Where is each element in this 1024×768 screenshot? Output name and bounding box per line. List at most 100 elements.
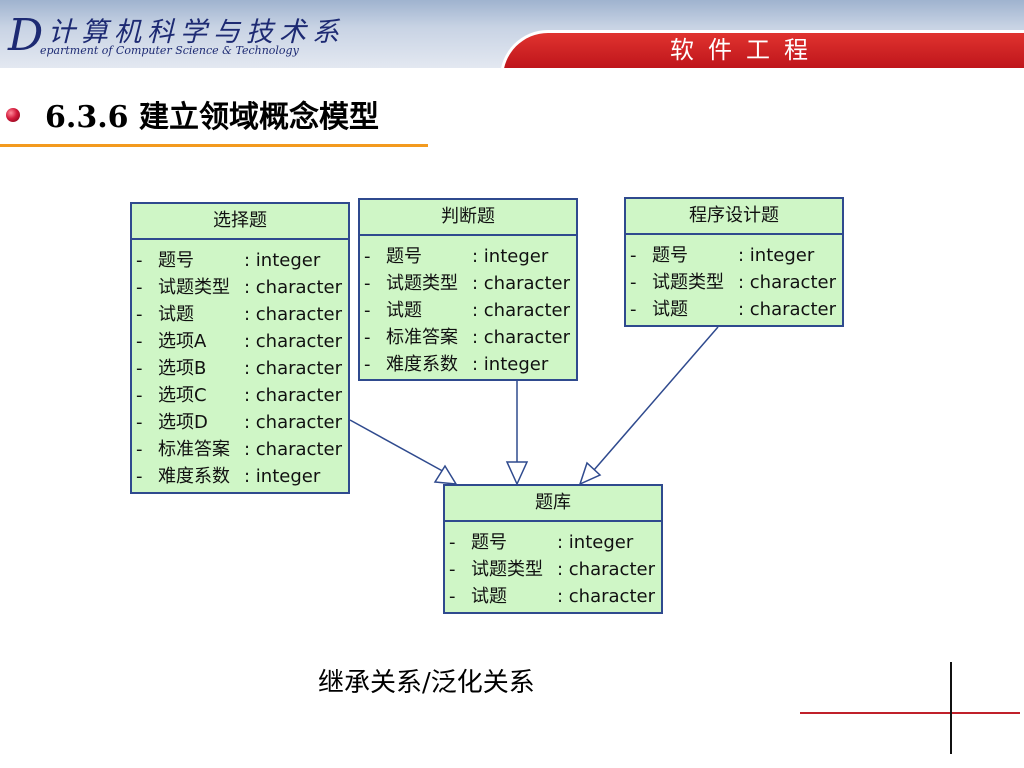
attribute-row: -难度系数: integer <box>360 351 576 378</box>
title-underline <box>0 144 428 147</box>
attribute-row: -难度系数 : integer <box>132 463 348 490</box>
visibility-marker: - <box>364 327 371 348</box>
attribute-type: : integer <box>472 354 549 375</box>
class-question-bank: 题库 -题号: integer -试题类型: character -试题: ch… <box>443 484 663 614</box>
attribute-type: : character <box>244 304 342 325</box>
course-tab <box>500 30 1024 68</box>
visibility-marker: - <box>136 466 143 487</box>
department-logo: D <box>8 10 44 61</box>
attribute-type: : character <box>244 385 342 406</box>
attribute-row: -题号 : integer <box>626 242 842 269</box>
attribute-type: : character <box>244 358 342 379</box>
attribute-type: : character <box>557 559 655 580</box>
visibility-marker: - <box>136 358 143 379</box>
attribute-type: : integer <box>738 245 815 266</box>
attribute-type: : character <box>472 273 570 294</box>
attribute-type: : character <box>244 439 342 460</box>
attribute-name: 选项C <box>158 385 207 406</box>
class-programming-question: 程序设计题 -题号: integer -试题类型: character -试题:… <box>624 197 844 327</box>
attribute-type: : character <box>557 586 655 607</box>
attribute-name: 难度系数 <box>158 466 230 487</box>
class-choice-question: 选择题 -题号: integer -试题类型: character -试题: c… <box>130 202 350 494</box>
attribute-name: 试题 <box>652 299 688 320</box>
attribute-name: 试题 <box>471 586 507 607</box>
attribute-type: : character <box>472 327 570 348</box>
visibility-marker: - <box>136 439 143 460</box>
course-title: 软件工程 <box>670 36 822 64</box>
attribute-type: : character <box>244 331 342 352</box>
visibility-marker: - <box>136 277 143 298</box>
visibility-marker: - <box>136 385 143 406</box>
attribute-row: -标准答案 : character <box>132 436 348 463</box>
visibility-marker: - <box>136 331 143 352</box>
attribute-row: -试题 : character <box>626 296 842 323</box>
attribute-name: 试题 <box>158 304 194 325</box>
visibility-marker: - <box>136 250 143 271</box>
attribute-row: -选项A : character <box>132 328 348 355</box>
attribute-name: 选项B <box>158 358 207 379</box>
attribute-type: : integer <box>472 246 549 267</box>
attribute-type: : character <box>244 277 342 298</box>
attribute-name: 标准答案 <box>158 439 230 460</box>
department-name-en: epartment of Computer Science & Technolo… <box>40 44 299 57</box>
visibility-marker: - <box>449 586 456 607</box>
attribute-row: -试题 : character <box>132 301 348 328</box>
diagram-caption: 继承关系/泛化关系 <box>318 668 535 698</box>
generalization-arrowhead-truefalse <box>505 461 529 486</box>
attribute-row: -试题类型 : character <box>445 556 661 583</box>
bullet-icon <box>6 108 20 122</box>
generalization-arrowhead-choice <box>433 464 458 485</box>
visibility-marker: - <box>449 532 456 553</box>
attribute-name: 试题 <box>386 300 422 321</box>
attribute-row: -试题类型: character <box>360 270 576 297</box>
attribute-row: -题号 : integer <box>360 243 576 270</box>
class-name: 题库 <box>445 486 661 522</box>
department-name: 计算机科学与技术系 <box>48 17 345 48</box>
attribute-name: 试题类型 <box>471 559 543 580</box>
attribute-type: : character <box>738 299 836 320</box>
decorative-panel <box>790 572 1024 768</box>
generalization-arrowhead-programming <box>578 461 602 486</box>
visibility-marker: - <box>364 246 371 267</box>
attribute-row: -试题类型: character <box>132 274 348 301</box>
attribute-row: -试题 : character <box>445 583 661 610</box>
attribute-type: : character <box>472 300 570 321</box>
attribute-name: 试题类型 <box>652 272 724 293</box>
attribute-row: -选项B : character <box>132 355 348 382</box>
visibility-marker: - <box>630 245 637 266</box>
generalization-line-programming <box>593 326 719 471</box>
attribute-row: -试题 : character <box>360 297 576 324</box>
attribute-row: -标准答案 : character <box>360 324 576 351</box>
visibility-marker: - <box>449 559 456 580</box>
attribute-name: 题号 <box>471 532 507 553</box>
attribute-name: 选项D <box>158 412 208 433</box>
attribute-row: -选项C : character <box>132 382 348 409</box>
slide-title: 6.3.6 建立领域概念模型 <box>45 100 379 135</box>
attribute-name: 标准答案 <box>386 327 458 348</box>
attribute-type: : integer <box>244 250 321 271</box>
attribute-row: -选项D : character <box>132 409 348 436</box>
attribute-type: : character <box>738 272 836 293</box>
attribute-name: 题号 <box>652 245 688 266</box>
attribute-name: 试题类型 <box>386 273 458 294</box>
attribute-row: -试题类型: character <box>626 269 842 296</box>
visibility-marker: - <box>136 304 143 325</box>
attribute-type: : character <box>244 412 342 433</box>
attribute-name: 题号 <box>386 246 422 267</box>
attribute-name: 选项A <box>158 331 207 352</box>
class-name: 程序设计题 <box>626 199 842 235</box>
class-name: 判断题 <box>360 200 576 236</box>
header-banner: D 计算机科学与技术系 epartment of Computer Scienc… <box>0 0 1024 68</box>
attribute-name: 题号 <box>158 250 194 271</box>
attribute-name: 难度系数 <box>386 354 458 375</box>
visibility-marker: - <box>630 299 637 320</box>
attribute-type: : integer <box>557 532 634 553</box>
visibility-marker: - <box>364 300 371 321</box>
visibility-marker: - <box>136 412 143 433</box>
attribute-type: : integer <box>244 466 321 487</box>
class-name: 选择题 <box>132 204 348 240</box>
decorative-black-line <box>950 662 952 754</box>
class-true-false-question: 判断题 -题号: integer -试题类型: character -试题: c… <box>358 198 578 381</box>
decorative-red-line <box>800 712 1020 714</box>
